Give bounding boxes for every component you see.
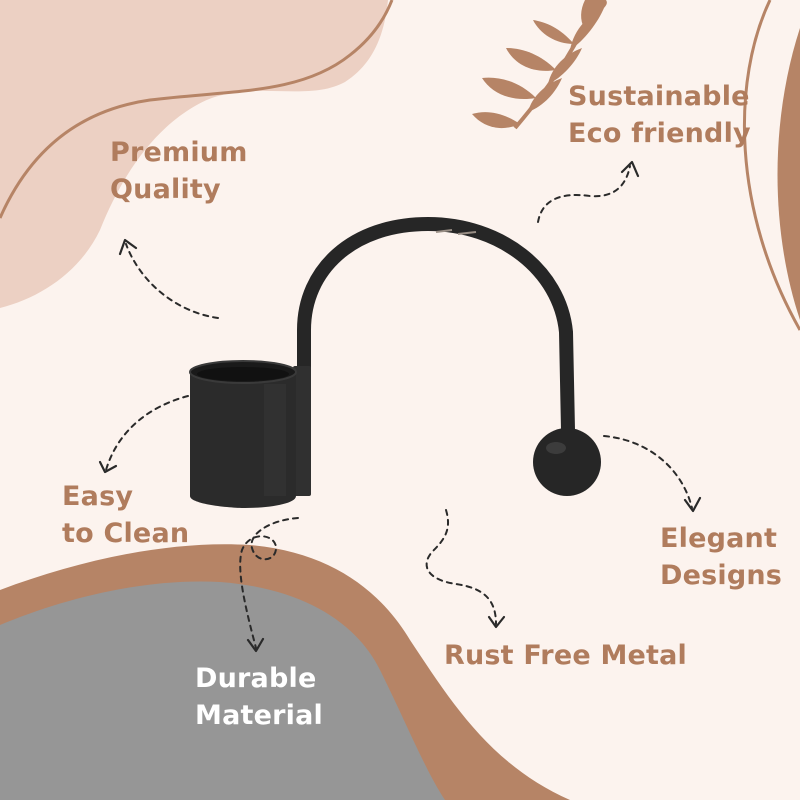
- feature-elegant-line-1: Elegant: [660, 523, 778, 554]
- feature-durable-line-2: Material: [195, 700, 323, 731]
- holder-wear-mark: [435, 229, 477, 235]
- holder-arch: [297, 216, 575, 437]
- feature-elegant-designs: Elegant Designs: [660, 520, 782, 594]
- feature-durable-material: Durable Material: [195, 660, 323, 734]
- feature-easy-line-1: Easy: [62, 481, 134, 512]
- feature-sustainable-line-2: Eco friendly: [568, 118, 751, 149]
- arrow-to-rust-free: [425, 509, 497, 625]
- leaf-sprig-icon: [472, 0, 607, 130]
- holder-ball: [533, 428, 601, 496]
- feature-easy-clean: Easy to Clean: [62, 478, 189, 552]
- feature-rust-free: Rust Free Metal: [444, 637, 687, 674]
- feature-easy-line-2: to Clean: [62, 518, 190, 549]
- right-edge-outline-curve: [742, 0, 800, 331]
- holder-cup-inner: [197, 367, 289, 381]
- feature-sustainable-line-1: Sustainable: [568, 81, 750, 112]
- arrowhead-easy: [98, 460, 118, 474]
- arrowhead-durable: [246, 637, 265, 653]
- feature-durable-line-1: Durable: [195, 663, 317, 694]
- feature-premium-quality: Premium Quality: [110, 134, 248, 208]
- feature-sustainable: Sustainable Eco friendly: [568, 78, 751, 152]
- arrow-to-easy-clean: [105, 395, 189, 471]
- arrowhead-sustainable: [620, 160, 640, 178]
- top-left-blush-blob: [0, 0, 388, 308]
- arrowhead-premium: [118, 238, 138, 256]
- feature-premium-line-2: Quality: [110, 174, 221, 205]
- top-left-outline-curve: [0, 0, 394, 219]
- arrowhead-rust: [487, 615, 506, 629]
- arrow-to-elegant: [603, 435, 693, 509]
- right-edge-band: [777, 28, 800, 320]
- feature-rust-line-1: Rust Free Metal: [444, 640, 688, 671]
- arrow-to-premium-quality: [125, 243, 219, 319]
- arrowhead-elegant: [683, 496, 702, 513]
- holder-strap: [293, 366, 311, 496]
- feature-premium-line-1: Premium: [110, 137, 248, 168]
- black-metal-candle-holder: [189, 216, 601, 508]
- holder-ball-highlight: [546, 442, 566, 454]
- feature-elegant-line-2: Designs: [660, 560, 783, 591]
- arrow-to-sustainable: [537, 165, 631, 223]
- holder-cup-shading: [264, 384, 286, 496]
- bottom-grey-blob: [0, 581, 445, 800]
